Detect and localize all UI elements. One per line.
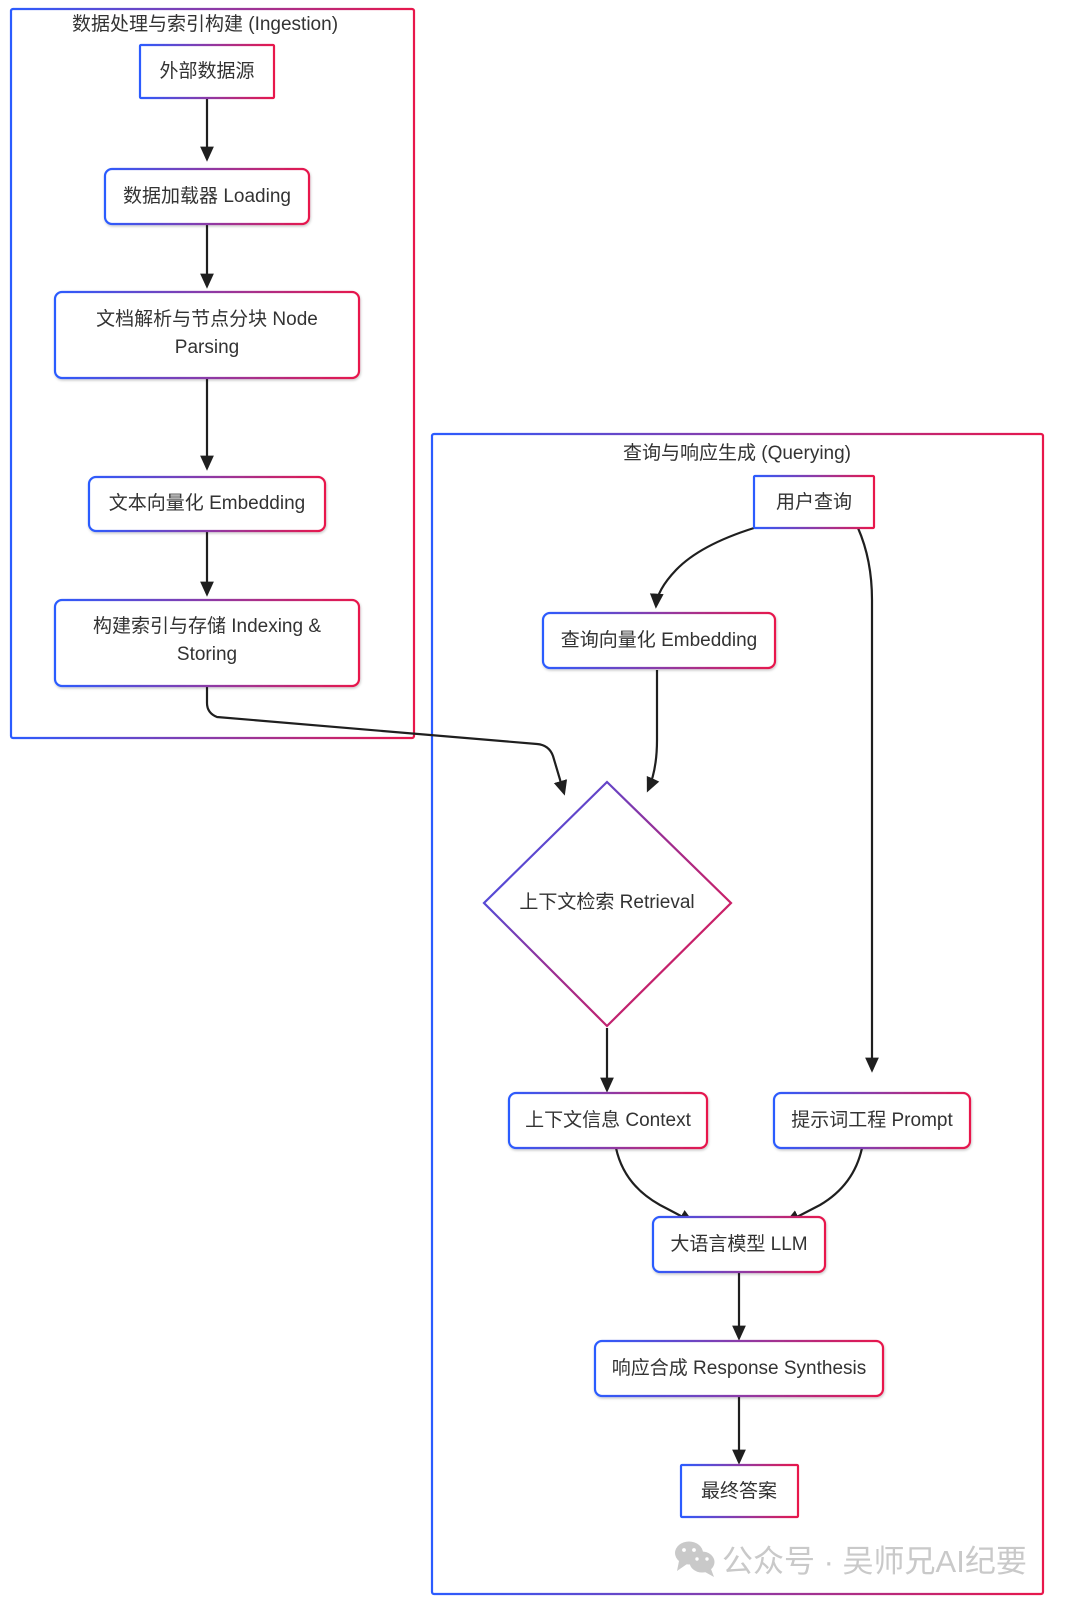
node-user-query[interactable]: 用户查询 [752, 474, 876, 530]
node-text-embedding-shape [87, 475, 327, 533]
node-user-query-shape [752, 474, 876, 530]
edge-qembed-to-retrieval [646, 670, 660, 793]
node-retrieval-label: 上下文检索 Retrieval [519, 891, 694, 913]
node-indexing-storing[interactable]: 构建索引与存储 Indexing & Storing [53, 598, 361, 688]
node-text-embedding-label: 文本向量化 Embedding [109, 492, 305, 514]
edge-userquery-to-qembed [649, 526, 755, 609]
cluster-querying-border [430, 432, 1045, 1596]
node-source-label: 外部数据源 [159, 60, 254, 82]
node-synthesis-label: 响应合成 Response Synthesis [612, 1357, 867, 1379]
node-prompt-shape [772, 1091, 972, 1150]
node-final-answer-shape [679, 1463, 800, 1519]
node-node-parsing-label-line2: Parsing [175, 337, 239, 358]
node-query-embedding-shape [541, 611, 777, 670]
node-node-parsing-label-line1: 文档解析与节点分块 Node [96, 308, 318, 330]
node-context-shape [507, 1091, 709, 1150]
node-node-parsing-shape [53, 290, 361, 380]
node-retrieval[interactable]: 上下文检索 Retrieval [482, 780, 733, 1028]
node-context-label: 上下文信息 Context [525, 1109, 691, 1131]
node-user-query-label: 用户查询 [776, 491, 852, 513]
node-indexing-storing-shape [53, 598, 361, 688]
watermark: 公众号 · 吴师兄AI纪要 [675, 1541, 1027, 1579]
node-prompt-label: 提示词工程 Prompt [791, 1109, 953, 1131]
node-source[interactable]: 外部数据源 [138, 43, 276, 100]
node-loading[interactable]: 数据加载器 Loading [103, 167, 311, 226]
node-text-embedding[interactable]: 文本向量化 Embedding [87, 475, 327, 533]
node-query-embedding-label: 查询向量化 Embedding [561, 629, 757, 651]
node-llm-shape [651, 1215, 827, 1274]
node-synthesis[interactable]: 响应合成 Response Synthesis [593, 1339, 885, 1398]
cluster-querying: 查询与响应生成 (Querying) [430, 432, 1045, 1596]
wechat-icon [675, 1541, 715, 1577]
node-final-answer[interactable]: 最终答案 [679, 1463, 800, 1519]
node-llm[interactable]: 大语言模型 LLM [651, 1215, 827, 1274]
node-query-embedding[interactable]: 查询向量化 Embedding [541, 611, 777, 670]
node-indexing-storing-label-line1: 构建索引与存储 Indexing & [93, 615, 321, 637]
node-source-shape [138, 43, 276, 100]
cluster-querying-label: 查询与响应生成 (Querying) [623, 442, 851, 464]
node-indexing-storing-label-line2: Storing [177, 644, 237, 665]
node-node-parsing[interactable]: 文档解析与节点分块 Node Parsing [53, 290, 361, 380]
node-loading-shape [103, 167, 311, 226]
watermark-label: 公众号 · 吴师兄AI纪要 [722, 1544, 1027, 1579]
edges-layer [200, 98, 879, 1465]
node-final-answer-label: 最终答案 [701, 1480, 777, 1502]
node-prompt[interactable]: 提示词工程 Prompt [772, 1091, 972, 1150]
node-synthesis-shape [593, 1339, 885, 1398]
cluster-ingestion-label: 数据处理与索引构建 (Ingestion) [72, 13, 338, 35]
edge-index-to-retrieval [205, 686, 568, 796]
edge-userquery-to-prompt [856, 527, 879, 1073]
node-loading-label: 数据加载器 Loading [123, 185, 291, 207]
node-llm-label: 大语言模型 LLM [670, 1233, 807, 1255]
node-context[interactable]: 上下文信息 Context [507, 1091, 709, 1150]
node-retrieval-shape [482, 780, 733, 1028]
